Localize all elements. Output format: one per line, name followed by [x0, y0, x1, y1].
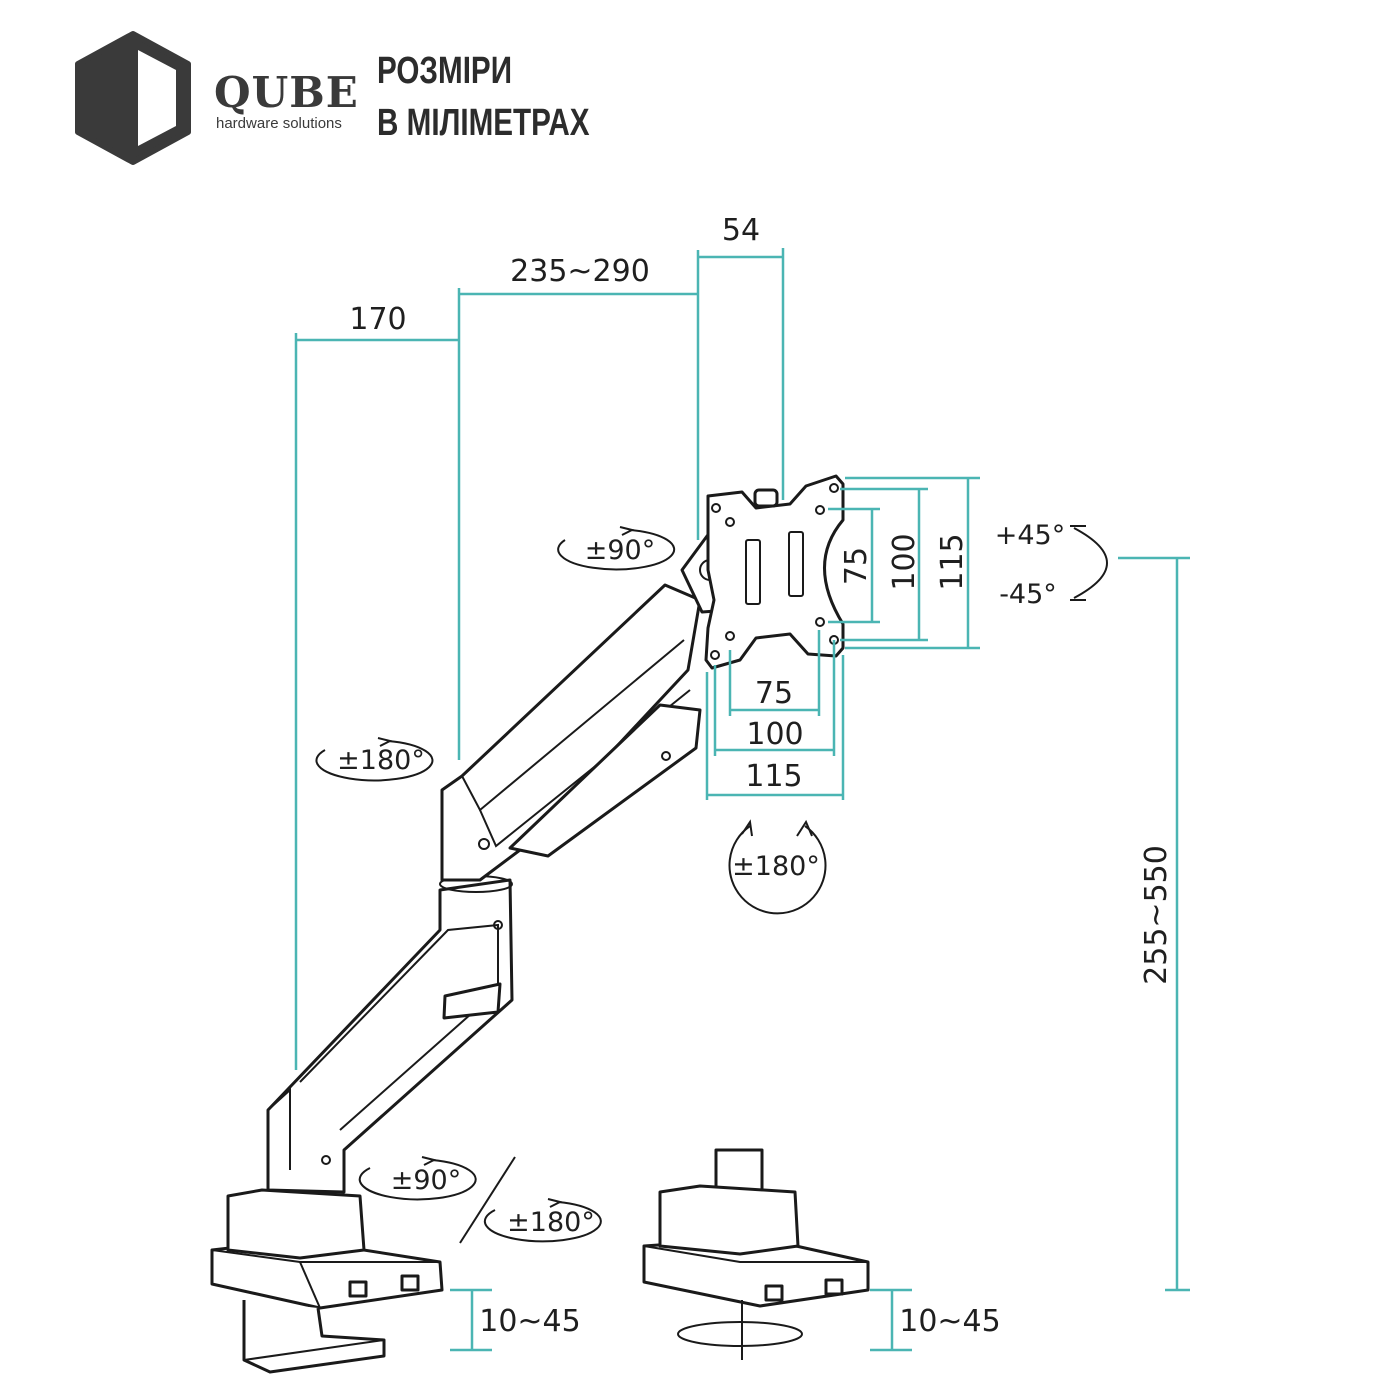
- dim-vesa-height-75: 75: [839, 547, 874, 585]
- rotation-indicators: [315, 525, 1108, 1243]
- dim-vesa-height-100: 100: [887, 533, 922, 590]
- qube-logo-icon: [75, 31, 191, 165]
- dimension-lines: [294, 248, 1190, 1352]
- page-title-line1: РОЗМІРИ: [377, 50, 513, 92]
- dim-vesa-height-115: 115: [935, 533, 970, 590]
- rotation-elbow: ±180°: [337, 745, 425, 776]
- dim-vesa-width-100: 100: [746, 717, 803, 752]
- dim-clamp-right: 10~45: [899, 1304, 1000, 1339]
- tilt-down: -45°: [999, 579, 1057, 610]
- dim-arm-reach: 235~290: [510, 254, 650, 289]
- dim-top-depth: 54: [722, 213, 760, 248]
- dim-vesa-width-115: 115: [745, 759, 802, 794]
- dim-clamp-left: 10~45: [479, 1304, 580, 1339]
- page-title-line2: В МІЛІМЕТРАХ: [377, 102, 590, 144]
- dim-vesa-width-75: 75: [755, 676, 793, 711]
- rotation-head-swivel: ±180°: [732, 851, 820, 882]
- brand-tagline: hardware solutions: [216, 115, 342, 132]
- rotation-base: ±90°: [391, 1165, 461, 1196]
- dim-base-offset: 170: [349, 302, 406, 337]
- rotation-base-swivel: ±180°: [507, 1207, 595, 1238]
- brand-name: QUBE: [214, 68, 359, 117]
- dim-height-range: 255~550: [1139, 845, 1174, 985]
- monitor-arm-illustration: [210, 474, 870, 1374]
- rotation-head: ±90°: [585, 535, 655, 566]
- tilt-up: +45°: [995, 520, 1065, 551]
